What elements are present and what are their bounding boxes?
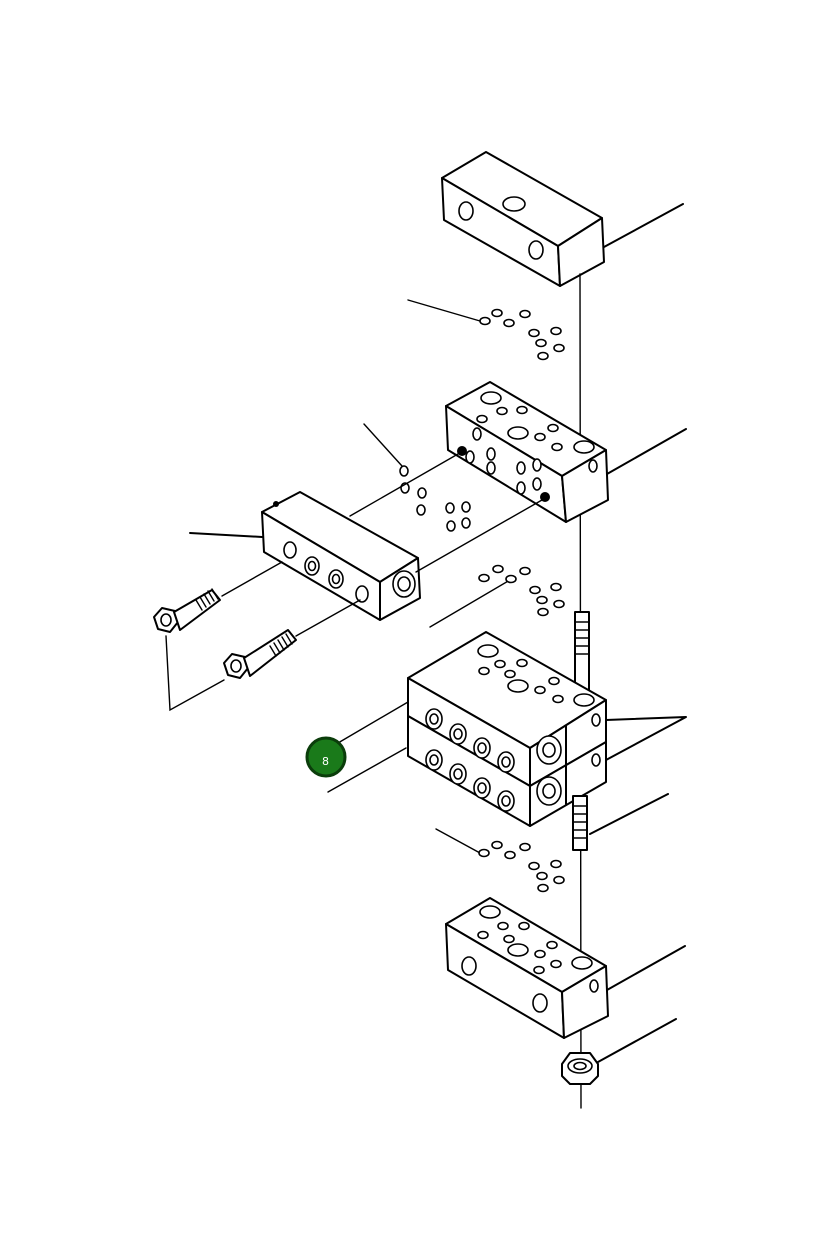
callout-8-badge[interactable] — [305, 736, 347, 778]
upper-valve-section — [445, 381, 687, 523]
o-ring-set-1 — [407, 299, 565, 361]
top-end-block — [441, 151, 684, 287]
bolt-leader — [165, 635, 225, 712]
upper-ports — [425, 708, 562, 773]
lower-ports — [425, 749, 562, 812]
bottom-end-block — [445, 897, 686, 1039]
side-mounting-block — [189, 453, 543, 621]
callout-8-label: 8 — [322, 755, 329, 768]
o-ring-set-4 — [435, 828, 565, 893]
bolt-1 — [153, 561, 283, 633]
callout-8[interactable]: 8 — [305, 736, 347, 778]
hex-nut — [561, 1018, 677, 1085]
bolt-2 — [223, 599, 361, 679]
double-valve-stack — [327, 611, 687, 851]
o-ring-set-2 — [363, 423, 471, 532]
o-ring-set-3 — [429, 564, 565, 628]
